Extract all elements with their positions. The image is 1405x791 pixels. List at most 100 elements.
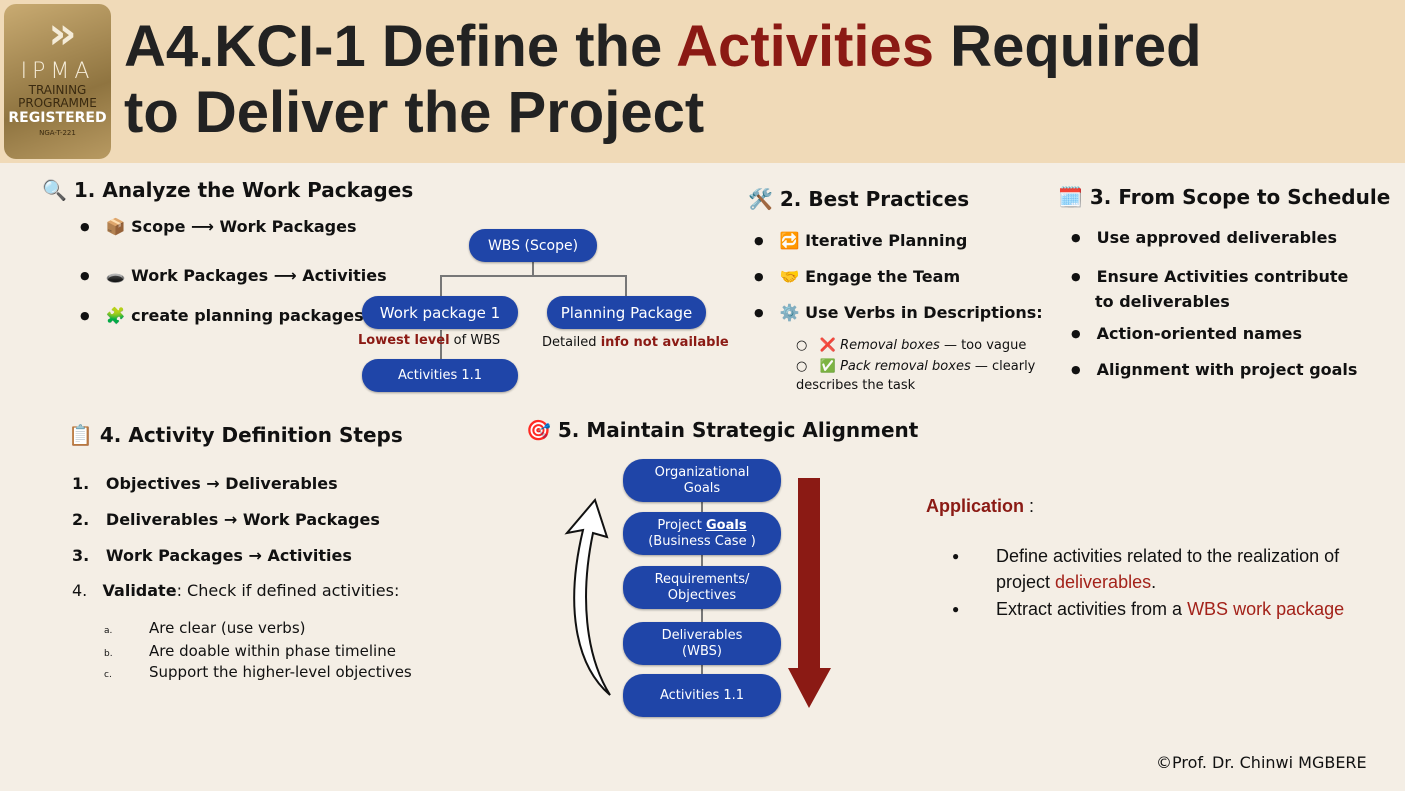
box-icon: 📦 [105,217,126,236]
logo-line3: REGISTERED [8,110,107,126]
hole-icon: 🕳️ [105,266,126,285]
work-package-node: Work package 1 [362,296,518,329]
logo-line1: TRAINING [28,83,87,97]
puzzle-icon: 🧩 [105,306,126,325]
sub-text: — clearly describes the task [796,359,1036,393]
marker: b. [104,649,113,659]
s2-item: ⚙️ Use Verbs in Descriptions: [754,303,1043,322]
magnifier-icon: 🔍 [42,178,67,202]
planning-package-node: Planning Package [547,296,706,329]
s2-item: 🤝 Engage the Team [754,267,961,286]
wbs-node: WBS (Scope) [469,229,597,262]
wp-note-red: Lowest level [358,333,450,348]
repeat-icon: 🔁 [779,231,800,250]
pp-note-text: Detailed [542,335,601,350]
pill-requirements: Requirements/Objectives [623,566,781,609]
wp-note: Lowest level of WBS [358,333,500,348]
pill-project-goals: Project Goals(Business Case ) [623,512,781,555]
handshake-icon: 🤝 [779,267,800,286]
section4-title-text: 4. Activity Definition Steps [99,423,403,447]
wp-note-text: of WBS [449,333,501,348]
app-text: Define activities related to the realiza… [996,546,1340,592]
gear-icon: ⚙️ [779,303,800,322]
curved-up-arrow-icon [564,497,611,696]
step: 4. Validate: Check if defined activities… [72,581,400,600]
pill-deliverables: Deliverables(WBS) [623,622,781,665]
application-label: Application [926,496,1024,516]
section3-title-text: 3. From Scope to Schedule [1089,185,1391,209]
pill-text: Activities 1.1 [659,687,745,703]
application-item: ●Extract activities from a WBS work pack… [952,599,1345,619]
ipma-logo: » IPMA TRAINING PROGRAMME REGISTERED NGA… [4,4,111,159]
section4-title: 📋 4. Activity Definition Steps [68,423,403,447]
s3-item: Use approved deliverables [1071,228,1337,247]
logo-line2: PROGRAMME [18,96,97,110]
pill-activities: Activities 1.1 [623,674,781,717]
validate-sub: a. Are clear (use verbs) [104,619,306,637]
application-heading: Application : [926,496,1034,517]
s1-item-text: create planning packages [131,306,364,325]
s1-item-text: Scope ⟶ Work Packages [131,217,357,236]
pill-text: (WBS) [682,643,722,659]
s3-item: Alignment with project goals [1071,360,1358,379]
s3-item: Ensure Activities contribute to delivera… [1071,264,1371,314]
clipboard-icon: 📋 [68,423,93,447]
s3-item: Action-oriented names [1071,324,1302,343]
check-icon: ✅ [819,359,836,374]
s1-item-text: Work Packages ⟶ Activities [131,266,387,285]
pill-text: Deliverables [661,627,743,643]
good-example: Pack removal boxes [840,359,971,374]
s1-item: 🕳️ Work Packages ⟶ Activities [80,266,387,285]
bad-example: Removal boxes [840,338,940,353]
sub-text: — too vague [939,338,1027,353]
title-part2: Required [934,14,1202,79]
step-text: Work Packages → Activities [105,546,352,565]
validate-sub: b. Are doable within phase timeline [104,642,396,660]
s2-item-text: Engage the Team [805,267,961,286]
pill-text: Goals [683,480,721,496]
page-title: A4.KCI-1 Define the Activities Required … [124,14,1202,146]
step: 2. Deliverables → Work Packages [72,510,380,529]
section3-title: 🗓️ 3. From Scope to Schedule [1058,185,1390,209]
section2-title-text: 2. Best Practices [779,187,970,211]
step-text: Objectives → Deliverables [105,474,338,493]
app-text: . [1151,572,1157,592]
validate-text: : Check if defined activities: [176,581,400,600]
header-band [0,0,1405,163]
title-highlight: Activities [676,14,935,79]
sub-text: Are clear (use verbs) [149,619,306,637]
pill-text: (Business Case ) [648,533,756,549]
down-arrow-icon [788,478,831,708]
s1-item: 📦 Scope ⟶ Work Packages [80,217,357,236]
s2-item-text: Iterative Planning [805,231,968,250]
target-icon: 🎯 [526,418,551,442]
validate-sub: c.Support the higher-level objectives [104,663,412,681]
application-item: ●Define activities related to the realiz… [952,546,1340,592]
app-text-red: deliverables [1055,572,1152,592]
pill-text-goals: Goals [706,517,747,533]
step-text: Deliverables → Work Packages [105,510,380,529]
section2-title: 🛠️ 2. Best Practices [748,187,969,211]
colon: : [1024,496,1035,516]
marker: c. [104,670,112,680]
section5-title: 🎯 5. Maintain Strategic Alignment [526,418,918,442]
section1-title-text: 1. Analyze the Work Packages [73,178,414,202]
pill-text: Organizational [654,464,750,480]
pill-text: Objectives [667,587,737,603]
sub-text: Are doable within phase timeline [149,642,396,660]
title-part1: A4.KCI-1 Define the [124,14,677,79]
pill-text: Requirements/ [654,571,750,587]
step: 3. Work Packages → Activities [72,546,352,565]
s2-item-text: Use Verbs in Descriptions: [805,303,1043,322]
cross-icon: ❌ [819,338,836,353]
s1-item: 🧩 create planning packages [80,306,364,325]
copyright: ©Prof. Dr. Chinwi MGBERE [1156,753,1367,772]
activities-node: Activities 1.1 [362,359,518,392]
pp-note: Detailed info not available [542,335,729,350]
marker: a. [104,626,113,636]
logo-code: NGA-T-221 [39,129,76,137]
pill-text: Project [657,517,707,533]
title-line2: to Deliver the Project [124,80,705,145]
section1-title: 🔍 1. Analyze the Work Packages [42,178,413,202]
